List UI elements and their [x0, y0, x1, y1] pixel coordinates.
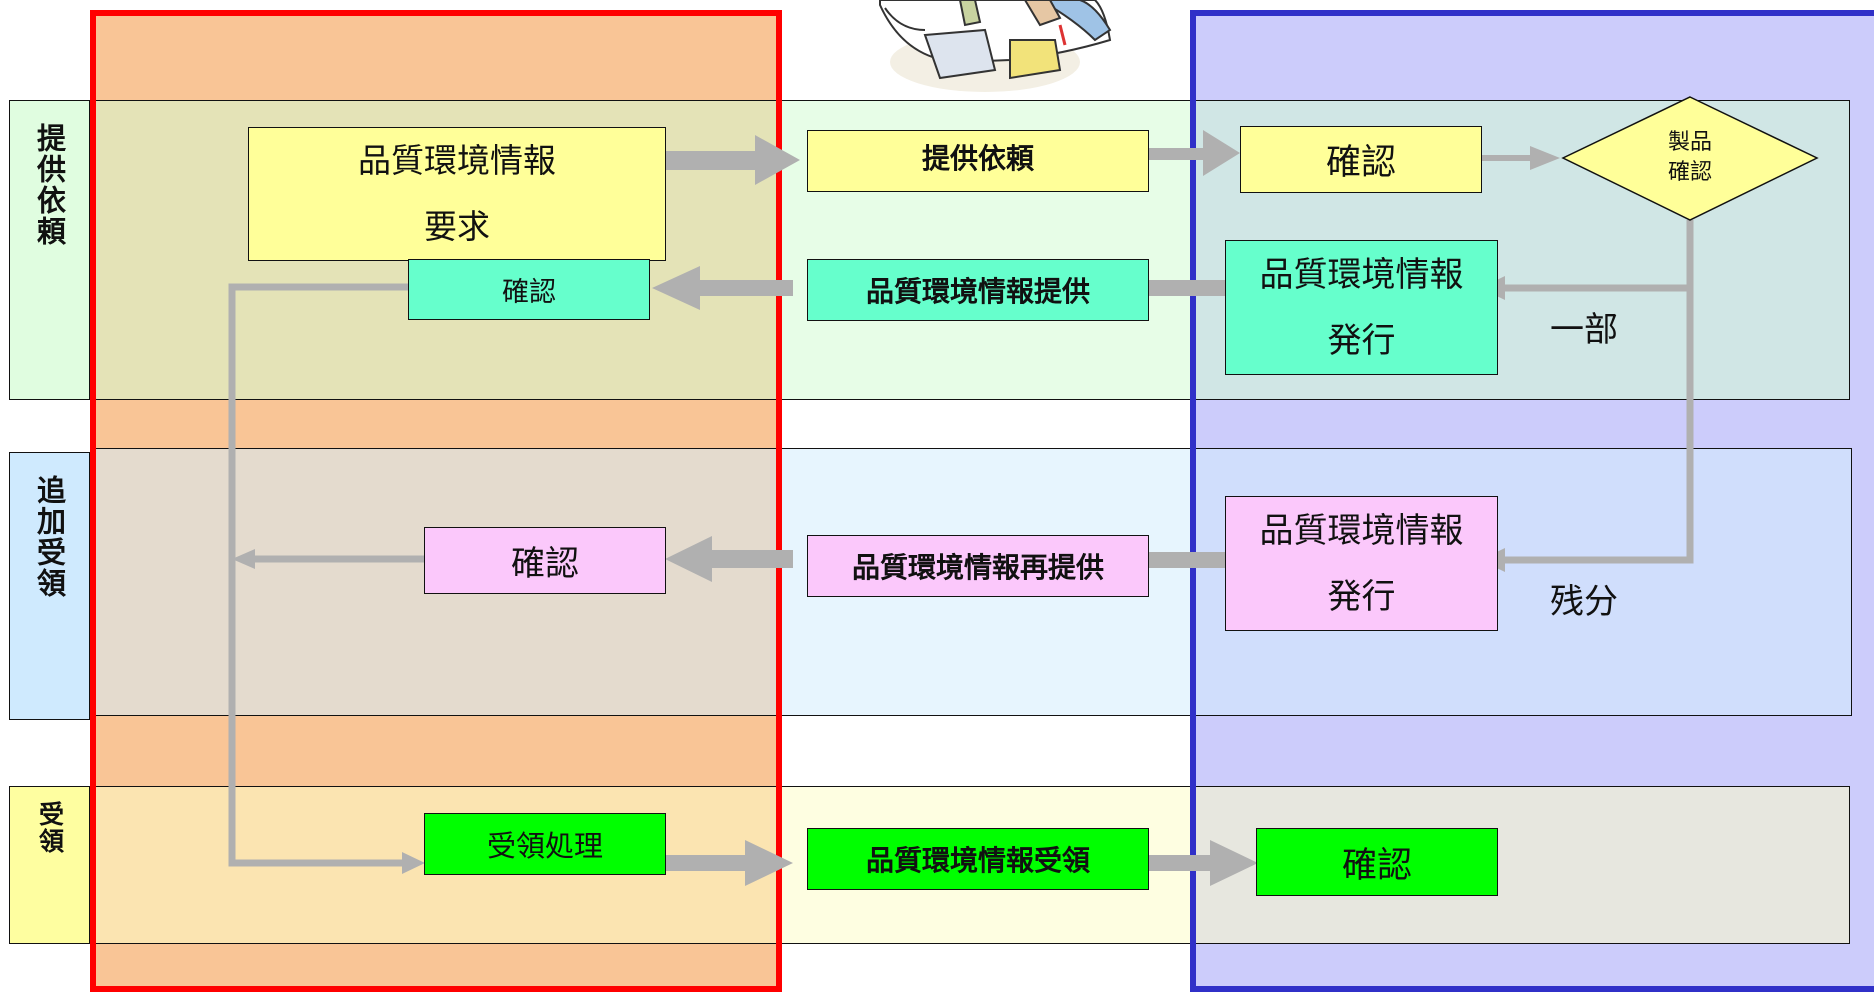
issue-teal-box: 品質環境情報 発行	[1225, 240, 1498, 375]
right-column-border	[1190, 10, 1874, 992]
arrow-received-to-confirm-green	[1148, 840, 1258, 886]
arrow-provide-to-confirm-teal	[652, 266, 793, 310]
arrow-reprovide-to-confirm-pink	[665, 536, 793, 582]
issue-pink-line2: 発行	[1327, 576, 1396, 617]
lane-label-request: 提供依頼	[9, 100, 90, 400]
confirm-pink-box: 確認	[424, 527, 666, 594]
arrow-issue-to-provide-shaft	[1148, 280, 1226, 296]
confirm-green-text: 確認	[1341, 845, 1412, 886]
product-check-label: 製品 確認	[1630, 128, 1750, 192]
info-received-box: 品質環境情報受領	[807, 828, 1149, 890]
confirm-pink-text: 確認	[511, 544, 579, 584]
request-info-line1: 品質環境情報	[358, 141, 556, 180]
info-provide-text: 品質環境情報提供	[865, 275, 1090, 308]
connector-confirm-teal-to-receipt	[228, 283, 410, 867]
issue-pink-box: 品質環境情報 発行	[1225, 496, 1498, 631]
info-received-text: 品質環境情報受領	[865, 844, 1090, 877]
info-reprovide-box: 品質環境情報再提供	[807, 535, 1149, 597]
info-provide-box: 品質環境情報提供	[807, 259, 1149, 321]
provide-request-box: 提供依頼	[807, 130, 1149, 192]
request-info-line2: 要求	[424, 207, 490, 246]
lane-label-receipt-text: 受領	[35, 801, 65, 855]
confirm-top-right-text: 確認	[1325, 143, 1396, 183]
arrow-request-to-provide-request	[665, 135, 800, 185]
arrow-receipt-processing-to-received	[665, 840, 793, 886]
receipt-processing-box: 受領処理	[424, 813, 666, 875]
issue-pink-line1: 品質環境情報	[1259, 510, 1464, 551]
lane-label-request-text: 提供依頼	[32, 123, 67, 247]
arrow-confirm-to-product-check	[1481, 146, 1560, 170]
lane-label-additional: 追加受領	[9, 452, 90, 720]
product-check-line1: 製品	[1667, 130, 1712, 155]
confirm-top-right-box: 確認	[1240, 126, 1482, 193]
product-check-line2: 確認	[1667, 160, 1712, 185]
issue-teal-line1: 品質環境情報	[1259, 254, 1464, 295]
lane-label-receipt: 受領	[9, 786, 90, 944]
issue-teal-line2: 発行	[1327, 320, 1396, 361]
lane-label-additional-text: 追加受領	[32, 475, 67, 599]
connector-product-check-to-issues	[1500, 220, 1694, 564]
receipt-processing-text: 受領処理	[486, 829, 603, 863]
left-column-border	[90, 10, 782, 992]
arrow-reissue-to-reprovide-shaft	[1148, 552, 1226, 568]
request-info-box: 品質環境情報 要求	[248, 127, 666, 261]
confirm-green-box: 確認	[1256, 828, 1498, 896]
arrowhead-pink-left	[232, 549, 255, 569]
arrowhead-receipt	[402, 852, 425, 874]
confirm-teal-text: 確認	[502, 277, 556, 308]
product-check-diamond	[1561, 96, 1819, 221]
arrow-provide-request-to-confirm	[1148, 130, 1240, 176]
partial-label: 一部	[1550, 310, 1618, 350]
remainder-label: 残分	[1550, 582, 1618, 622]
provide-request-text: 提供依頼	[921, 142, 1034, 175]
confirm-teal-box: 確認	[408, 259, 650, 320]
info-reprovide-text: 品質環境情報再提供	[851, 551, 1104, 584]
